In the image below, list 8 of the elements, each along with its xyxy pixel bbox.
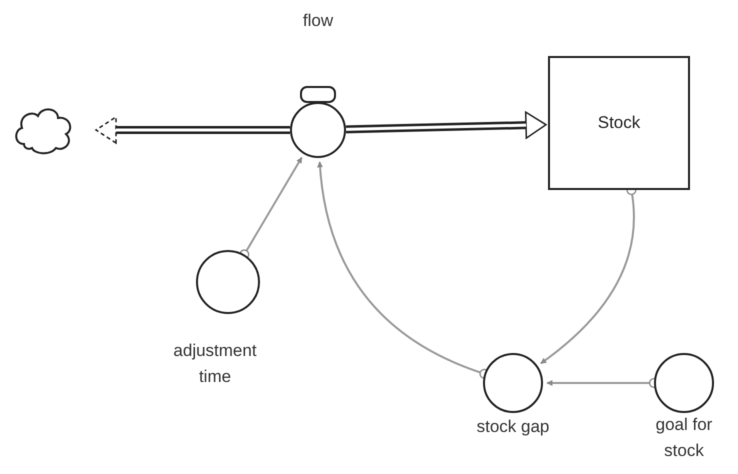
flow-pipe (346, 111, 547, 139)
stock-box: Stock (548, 56, 690, 190)
variable-label: stock gap (476, 416, 550, 438)
connector-arrow (239, 157, 303, 260)
flow-pipe (95, 116, 290, 144)
variable-label: goal for stock (654, 414, 714, 462)
variable-label: flow (302, 10, 334, 32)
variable-label: adjustment time (172, 340, 258, 388)
